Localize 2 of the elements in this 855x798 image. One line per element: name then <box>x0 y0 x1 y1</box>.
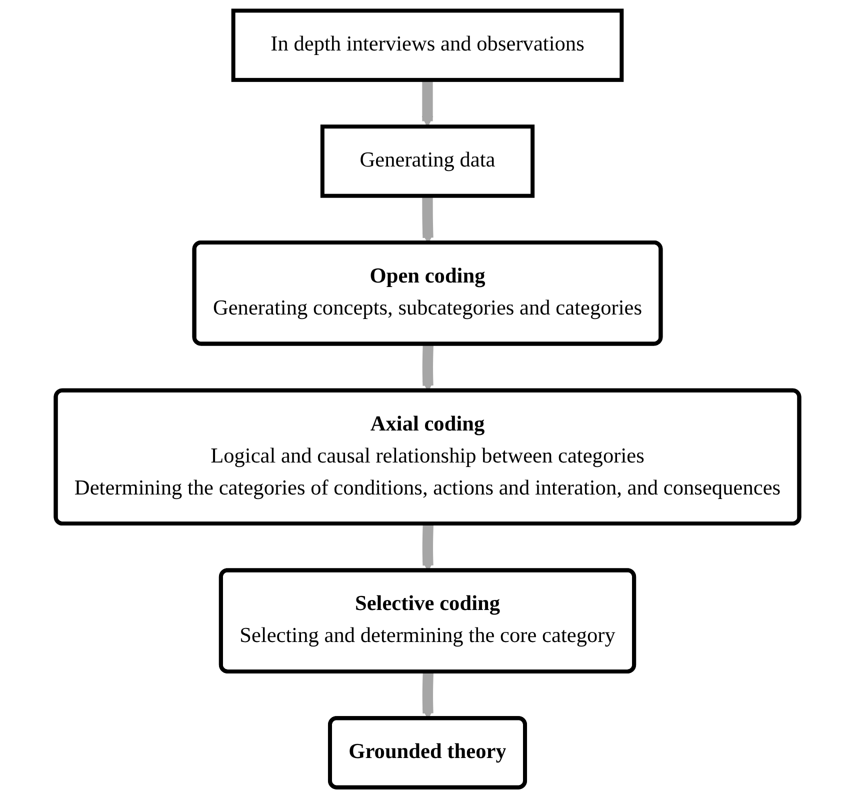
node-box: In depth interviews and observations <box>231 8 624 82</box>
node-box: Generating data <box>320 124 535 198</box>
